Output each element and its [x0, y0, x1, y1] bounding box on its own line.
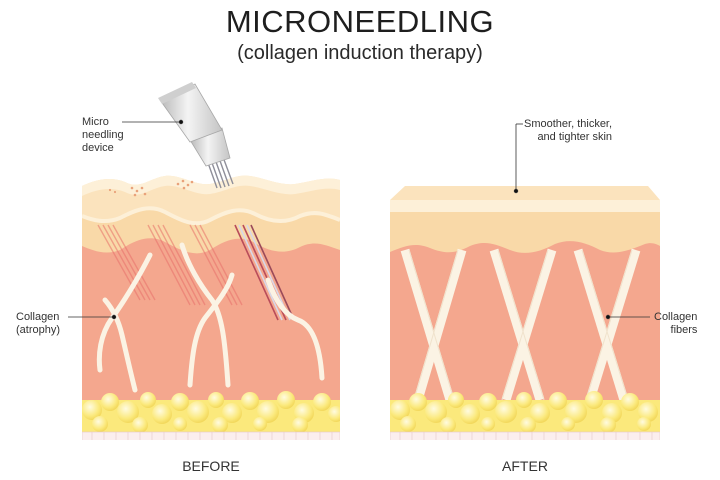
collagen-atrophy-strands: [96, 242, 325, 393]
label-line: Collagen: [16, 311, 60, 323]
label-line: Micro: [82, 116, 109, 128]
label-line: fibers: [670, 324, 698, 336]
label-line: device: [82, 142, 114, 154]
label-line: and tighter skin: [537, 131, 613, 143]
page-subtitle: (collagen induction therapy): [237, 42, 483, 64]
fat-cells-after: [390, 391, 658, 433]
fat-cells-before: [82, 391, 340, 433]
label-line: Smoother, thicker,: [524, 118, 613, 130]
label-line: needling: [82, 129, 124, 141]
caption-before: BEFORE: [182, 458, 240, 474]
label-collagen-fibers: Collagen fibers: [654, 311, 697, 337]
label-line: (atrophy): [16, 324, 61, 336]
label-microneedling-device: Micro needling device: [82, 116, 124, 155]
leader-lines: [68, 119, 650, 320]
label-collagen-atrophy: Collagen (atrophy): [16, 311, 60, 337]
label-line: Collagen: [654, 311, 698, 323]
label-smoother-skin: Smoother, thicker, and tighter skin: [524, 118, 612, 144]
after-skin-panel: [390, 186, 660, 440]
page-title: MICRONEEDLING: [225, 4, 495, 39]
before-skin-panel: [82, 175, 340, 440]
collagen-fibers: [400, 248, 641, 402]
microneedling-device: [158, 82, 234, 189]
caption-after: AFTER: [502, 458, 548, 474]
